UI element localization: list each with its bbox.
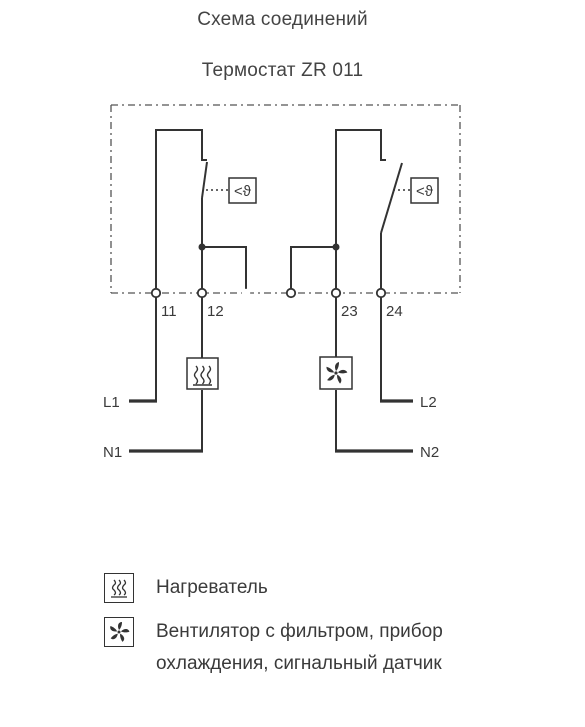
terminal-label-12: 12 <box>207 303 224 320</box>
terminals <box>150 287 387 299</box>
heater-load <box>186 357 219 390</box>
left-thermostat-sensor: <ϑ <box>228 177 257 204</box>
fan-load <box>319 356 353 390</box>
terminal-12-aux <box>241 288 251 298</box>
left-sensor-symbol: <ϑ <box>234 183 252 200</box>
left-thermostat-circuit <box>155 129 247 293</box>
heater-icon <box>193 365 212 386</box>
terminal-23-aux <box>285 287 297 299</box>
left-junction-dot <box>198 243 206 251</box>
legend-fan-label-line1: Вентилятор с фильтром, прибор <box>156 621 443 642</box>
fan-icon <box>110 622 130 642</box>
feed-line-thick-segments <box>129 399 413 453</box>
diagram-title: Схема соединений <box>197 9 368 30</box>
legend-fan-box <box>104 617 134 647</box>
legend-fan-row: Вентилятор с фильтром, прибор охлаждения… <box>104 617 443 679</box>
terminal-23 <box>330 287 342 299</box>
terminal-label-23: 23 <box>341 303 358 320</box>
right-sensor-symbol: <ϑ <box>416 183 434 200</box>
legend-fan-text: Вентилятор с фильтром, прибор охлаждения… <box>134 617 443 679</box>
right-thermostat-sensor: <ϑ <box>410 177 439 204</box>
legend-heater-label: Нагреватель <box>156 577 268 598</box>
housing-outline <box>110 104 461 294</box>
legend-fan-label-line2: охлаждения, сигнальный датчик <box>156 653 442 674</box>
heater-icon <box>111 579 127 598</box>
line-label-n1: N1 <box>103 444 122 461</box>
terminal-label-11: 11 <box>161 303 177 320</box>
line-label-l1: L1 <box>103 394 120 411</box>
terminal-24 <box>375 287 387 299</box>
terminal-11 <box>150 287 162 299</box>
diagram-subtitle: Термостат ZR 011 <box>201 60 364 81</box>
right-junction-dot <box>332 243 340 251</box>
terminal-12 <box>196 287 208 299</box>
line-label-l2: L2 <box>420 394 437 411</box>
fan-icon <box>326 362 348 384</box>
legend-heater-box <box>104 573 134 603</box>
terminal-label-24: 24 <box>386 303 403 320</box>
line-label-n2: N2 <box>420 444 439 461</box>
right-thermostat-circuit <box>290 129 403 293</box>
legend-heater-row: Нагреватель <box>104 573 268 603</box>
wiring-diagram: <ϑ <ϑ 11 12 23 24 <box>103 104 461 461</box>
